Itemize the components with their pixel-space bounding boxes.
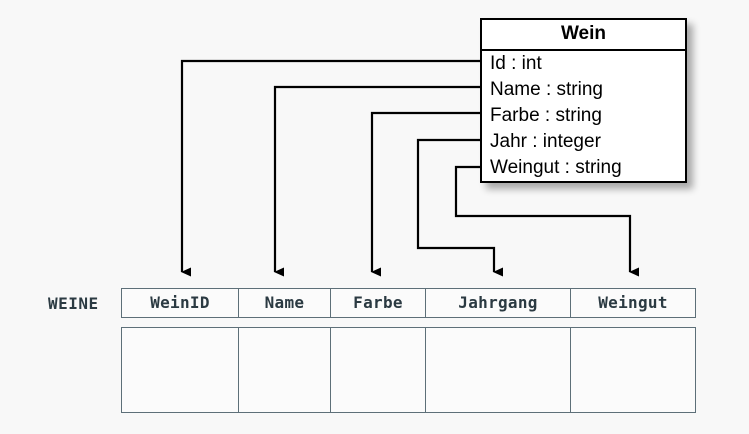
connector-id-to-weinid — [180, 59, 480, 277]
table-header-jahrgang: Jahrgang — [426, 289, 571, 317]
uml-attribute-name: Name : string — [490, 78, 603, 100]
uml-class-box: Wein Id : int Name : string Farbe : stri… — [480, 18, 687, 183]
connector-weingut-to-weingut — [454, 165, 639, 277]
connector-name-to-name — [273, 85, 480, 277]
uml-attribute-farbe: Farbe : string — [490, 104, 602, 126]
relational-table: WeinID Name Farbe Jahrgang Weingut — [121, 288, 696, 413]
table-cell-name — [239, 328, 331, 412]
uml-class-name: Wein — [482, 20, 685, 51]
relational-table-label: WEINE — [48, 294, 99, 313]
uml-attribute-id: Id : int — [490, 52, 542, 74]
table-header-farbe: Farbe — [331, 289, 426, 317]
uml-attribute-list: Id : int Name : string Farbe : string Ja… — [482, 51, 685, 181]
uml-attribute-weingut: Weingut : string — [490, 156, 622, 178]
table-header-weinid: WeinID — [122, 289, 239, 317]
table-header-name: Name — [239, 289, 331, 317]
connector-jahr-to-jahrgang — [416, 138, 503, 277]
table-cell-weinid — [122, 328, 239, 412]
table-header-row: WeinID Name Farbe Jahrgang Weingut — [121, 288, 696, 318]
table-cell-weingut — [571, 328, 695, 412]
connector-farbe-to-farbe — [370, 111, 480, 277]
table-cell-farbe — [331, 328, 426, 412]
table-body-row — [121, 327, 696, 413]
table-header-weingut: Weingut — [598, 293, 668, 312]
table-cell-jahrgang — [426, 328, 571, 412]
uml-attribute-jahr: Jahr : integer — [490, 130, 601, 152]
